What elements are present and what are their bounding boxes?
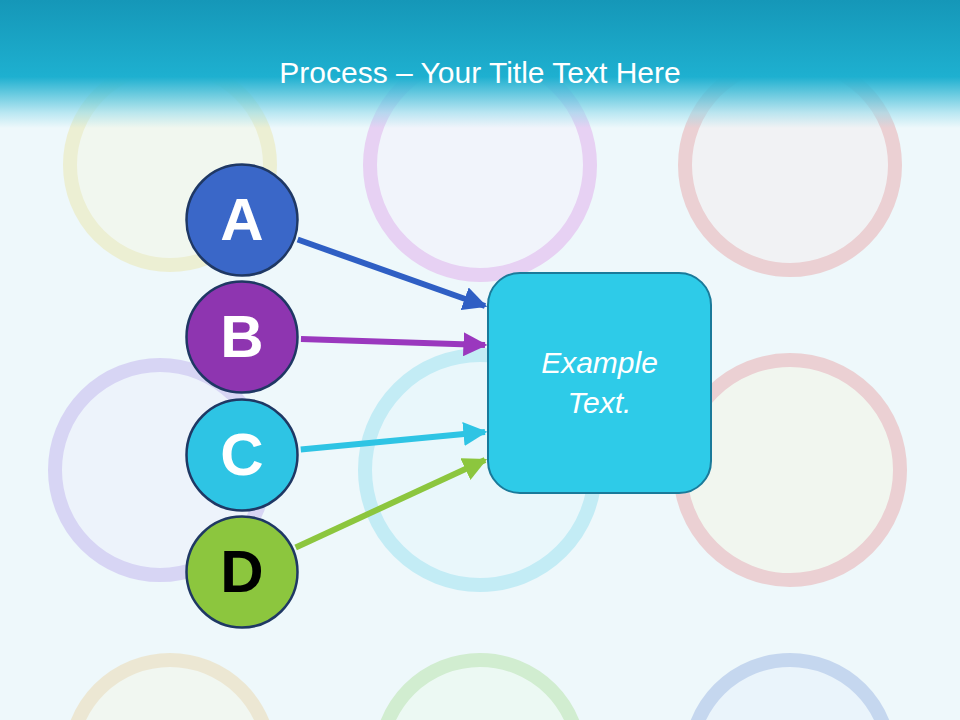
step-circle: D — [185, 515, 299, 629]
box-text: Example Text. — [515, 343, 685, 424]
step-letter: D — [220, 542, 263, 602]
circle-outline — [187, 400, 298, 511]
step-circle: B — [185, 280, 299, 394]
step-letter: A — [220, 190, 263, 250]
step-letter: B — [220, 307, 263, 367]
process-box: Example Text. — [487, 272, 712, 494]
circle-outline — [187, 165, 298, 276]
flow-arrow — [301, 339, 485, 345]
slide-title: Process – Your Title Text Here — [0, 56, 960, 90]
box-outline — [488, 273, 711, 493]
flow-arrow — [301, 432, 485, 449]
flow-arrow — [298, 240, 485, 306]
step-letter: C — [220, 425, 263, 485]
flow-arrow — [296, 460, 485, 547]
circle-outline — [187, 517, 298, 628]
circle-outline — [187, 282, 298, 393]
step-circle: A — [185, 163, 299, 277]
step-circle: C — [185, 398, 299, 512]
